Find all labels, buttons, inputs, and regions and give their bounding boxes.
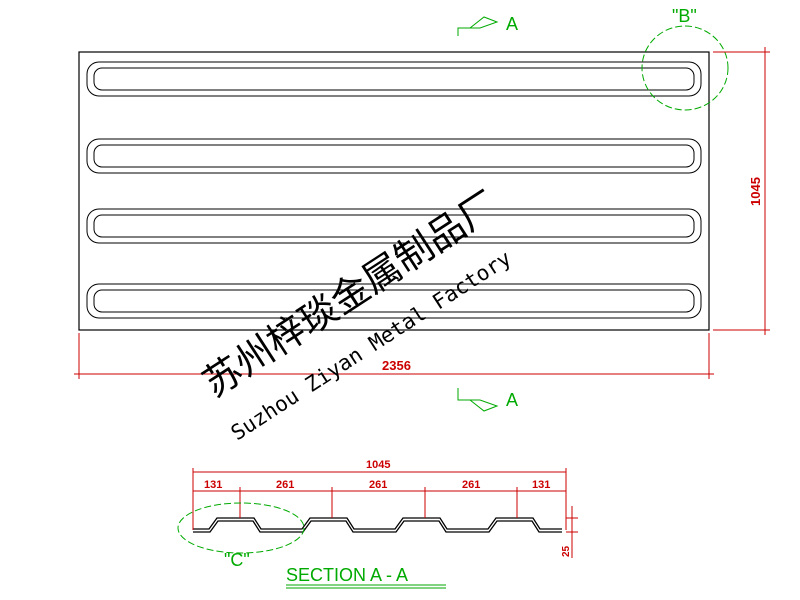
rib-1 (86, 61, 702, 97)
segment-label-4: 261 (462, 479, 480, 491)
rib-4 (86, 283, 702, 319)
watermark: 苏州梓琰金属制品厂 Suzhou Ziyan Metal Factory (195, 182, 515, 445)
detail-b-label: "B" (672, 6, 697, 26)
detail-c-callout (177, 502, 305, 554)
section-marker-top: A (457, 14, 518, 36)
segment-label-3: 261 (369, 479, 387, 491)
rib-2 (86, 138, 702, 174)
section-view: 1045 131 261 261 261 131 25 "C" SECTION … (177, 459, 578, 589)
section-marker-top-label: A (506, 14, 518, 34)
panel-outline (78, 51, 710, 331)
width-dimension-label: 1045 (748, 177, 763, 206)
segment-label-2: 261 (276, 479, 294, 491)
section-profile (193, 520, 562, 533)
length-dimension-label: 2356 (382, 358, 411, 373)
segment-label-5: 131 (532, 479, 550, 491)
section-overall-width-label: 1045 (366, 459, 390, 471)
detail-c-label: "C" (224, 550, 250, 570)
section-height-label: 25 (561, 545, 572, 557)
section-title: SECTION A - A (286, 565, 408, 585)
section-marker-bottom-label: A (506, 390, 518, 410)
width-dimension: 1045 (713, 47, 770, 335)
plan-view: A A "B" 1045 2356 (74, 6, 770, 412)
detail-b-callout: "B" (641, 6, 729, 111)
rib-3 (86, 208, 702, 244)
segment-label-1: 131 (204, 479, 222, 491)
section-marker-bottom: A (457, 388, 518, 412)
length-dimension: 2356 (74, 333, 714, 379)
